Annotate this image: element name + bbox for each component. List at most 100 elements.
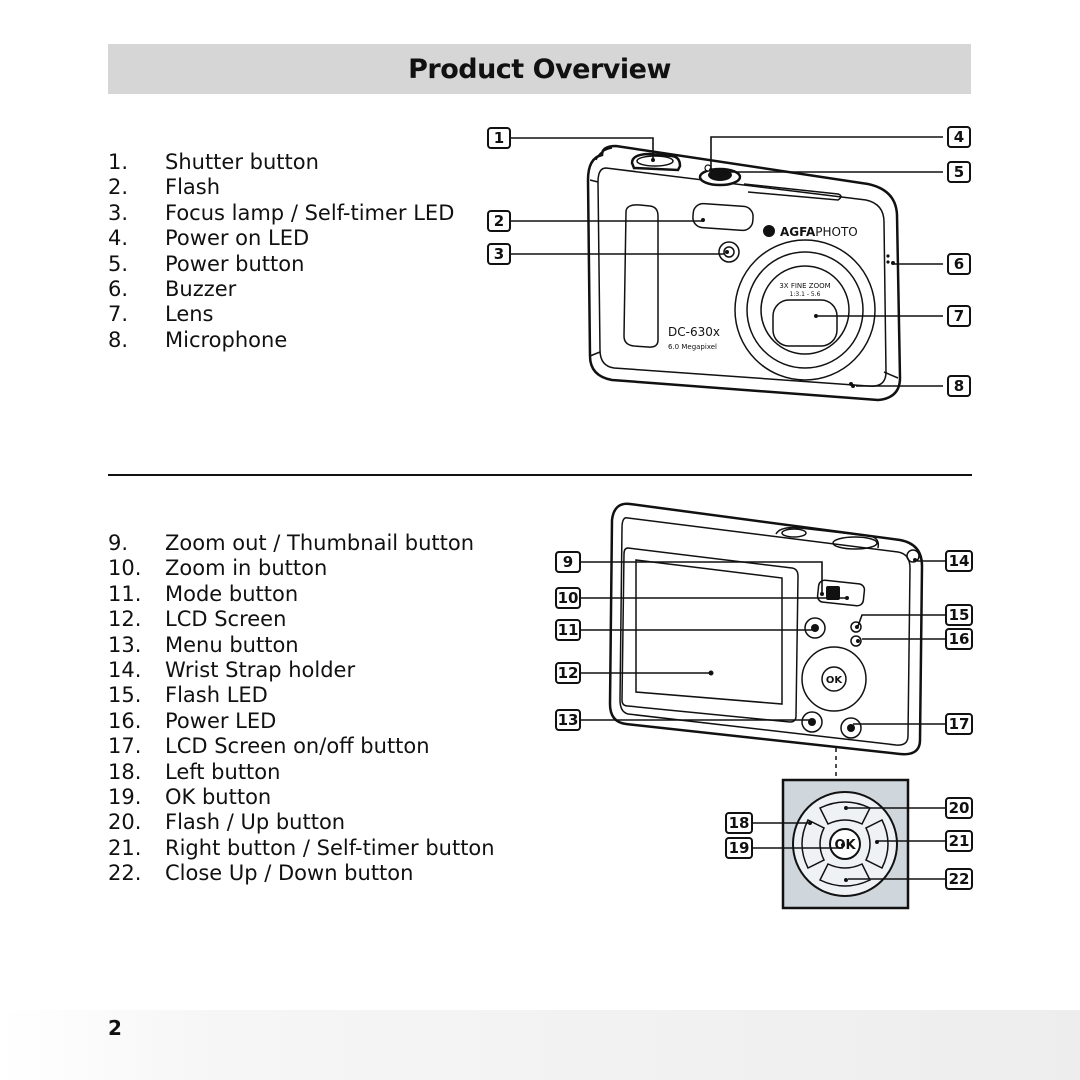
- page-number: 2: [108, 1016, 122, 1040]
- svg-text:1: 1: [494, 129, 504, 147]
- callout-21: 21: [945, 830, 973, 852]
- callout-5: 5: [947, 161, 971, 183]
- svg-text:AGFAPHOTO: AGFAPHOTO: [780, 225, 858, 239]
- item-number: 6.: [108, 276, 129, 301]
- callout-1: 1: [487, 127, 511, 149]
- callout-14: 14: [945, 550, 973, 572]
- item-number: 22.: [108, 861, 142, 886]
- item-number: 9.: [108, 531, 129, 555]
- item-number: 3.: [108, 200, 129, 225]
- item-label: Zoom in button: [165, 556, 328, 581]
- item-number: 12.: [108, 607, 142, 632]
- svg-text:5: 5: [954, 163, 964, 181]
- shutter-button-illustration: [630, 152, 682, 172]
- item-label: Shutter button: [165, 150, 319, 174]
- list-item: 21. Right button / Self-timer button: [108, 836, 495, 861]
- callout-16: 16: [945, 628, 973, 650]
- lens-illustration: 3X FINE ZOOM 1:3.1 - 5.6: [734, 239, 876, 381]
- callout-12: 12: [555, 662, 581, 684]
- camera-back-illustration: OK: [608, 502, 924, 756]
- item-label: Flash / Up button: [165, 810, 346, 835]
- lens-ring-text: 3X FINE ZOOM: [779, 282, 830, 290]
- item-number: 8.: [108, 327, 129, 352]
- callout-10: 10: [555, 587, 581, 609]
- list-item: 1. Shutter button: [108, 150, 454, 175]
- page-title: Product Overview: [408, 53, 671, 85]
- callout-19: 19: [725, 837, 753, 859]
- list-item: 6.Buzzer: [108, 277, 454, 302]
- callout-13: 13: [555, 709, 581, 731]
- item-label: Wrist Strap holder: [165, 657, 356, 682]
- callout-17: 17: [945, 713, 973, 735]
- svg-text:12: 12: [558, 664, 579, 682]
- svg-text:14: 14: [949, 552, 970, 570]
- item-label: Menu button: [165, 632, 299, 657]
- callout-3: 3: [487, 243, 511, 265]
- list-item: 4.Power on LED: [108, 226, 454, 251]
- item-label: Microphone: [165, 327, 288, 352]
- item-number: 15.: [108, 683, 142, 708]
- section-divider: [108, 474, 972, 476]
- svg-text:13: 13: [558, 711, 579, 729]
- lens-ring-subtext: 1:3.1 - 5.6: [790, 291, 821, 298]
- list-item: 17.LCD Screen on/off button: [108, 734, 495, 759]
- list-item: 16. Power LED: [108, 709, 495, 734]
- item-number: 4.: [108, 226, 129, 251]
- front-parts-list: 1.Shutter button 2.Flash 3.Focus lamp / …: [108, 150, 454, 353]
- item-label: Right button / Self-timer button: [165, 835, 495, 860]
- item-label: Power LED: [165, 708, 277, 733]
- list-item: 10. Zoom in button: [108, 556, 495, 581]
- item-number: 5.: [108, 251, 129, 276]
- list-item: 18.Left button: [108, 760, 495, 785]
- flash-illustration: [692, 202, 754, 232]
- svg-text:22: 22: [949, 870, 970, 888]
- item-label: Close Up / Down button: [165, 861, 414, 886]
- svg-text:19: 19: [729, 839, 750, 857]
- svg-text:20: 20: [949, 799, 970, 817]
- callout-8: 8: [947, 375, 971, 397]
- list-item: 22. Close Up / Down button: [108, 861, 495, 886]
- svg-text:7: 7: [954, 307, 964, 325]
- camera-front-illustration: AGFAPHOTO 3X FINE ZOOM 1:3.1 - 5.6 DC-63…: [586, 144, 902, 402]
- svg-text:15: 15: [949, 606, 970, 624]
- svg-text:3: 3: [494, 245, 504, 263]
- item-number: 7.: [108, 302, 129, 327]
- svg-text:9: 9: [563, 553, 573, 571]
- callout-18: 18: [725, 812, 753, 834]
- svg-text:18: 18: [729, 814, 750, 832]
- item-number: 20.: [108, 810, 142, 835]
- item-number: 17.: [108, 734, 142, 759]
- list-item: 20. Flash / Up button: [108, 810, 495, 835]
- item-number: 21.: [108, 835, 142, 860]
- item-number: 16.: [108, 708, 142, 733]
- item-label: OK button: [165, 784, 272, 809]
- svg-text:11: 11: [558, 621, 579, 639]
- callout-11: 11: [555, 619, 581, 641]
- callout-6: 6: [947, 253, 971, 275]
- item-number: 1.: [108, 150, 129, 174]
- title-bar: Product Overview: [108, 44, 971, 94]
- item-number: 10.: [108, 556, 142, 581]
- item-label: Focus lamp / Self-timer LED: [165, 200, 455, 225]
- callout-2: 2: [487, 210, 511, 232]
- footer-band: [0, 1010, 1080, 1080]
- svg-text:16: 16: [949, 630, 970, 648]
- list-item: 9.Zoom out / Thumbnail button: [108, 531, 495, 556]
- svg-text:21: 21: [949, 832, 970, 850]
- svg-text:OK: OK: [826, 675, 844, 686]
- svg-text:8: 8: [954, 377, 964, 395]
- callout-7: 7: [947, 305, 971, 327]
- lcd-screen-illustration: [635, 559, 783, 705]
- list-item: 15.Flash LED: [108, 683, 495, 708]
- callout-9: 9: [555, 551, 581, 573]
- list-item: 14.Wrist Strap holder: [108, 658, 495, 683]
- brand-photo: PHOTO: [815, 225, 857, 239]
- list-item: 13.Menu button: [108, 633, 495, 658]
- list-item: 8. Microphone: [108, 328, 454, 353]
- svg-text:6: 6: [954, 255, 964, 273]
- item-label: Lens: [165, 302, 214, 327]
- callout-22: 22: [945, 868, 973, 890]
- item-label: Power button: [165, 251, 305, 276]
- item-label: Left button: [165, 759, 281, 784]
